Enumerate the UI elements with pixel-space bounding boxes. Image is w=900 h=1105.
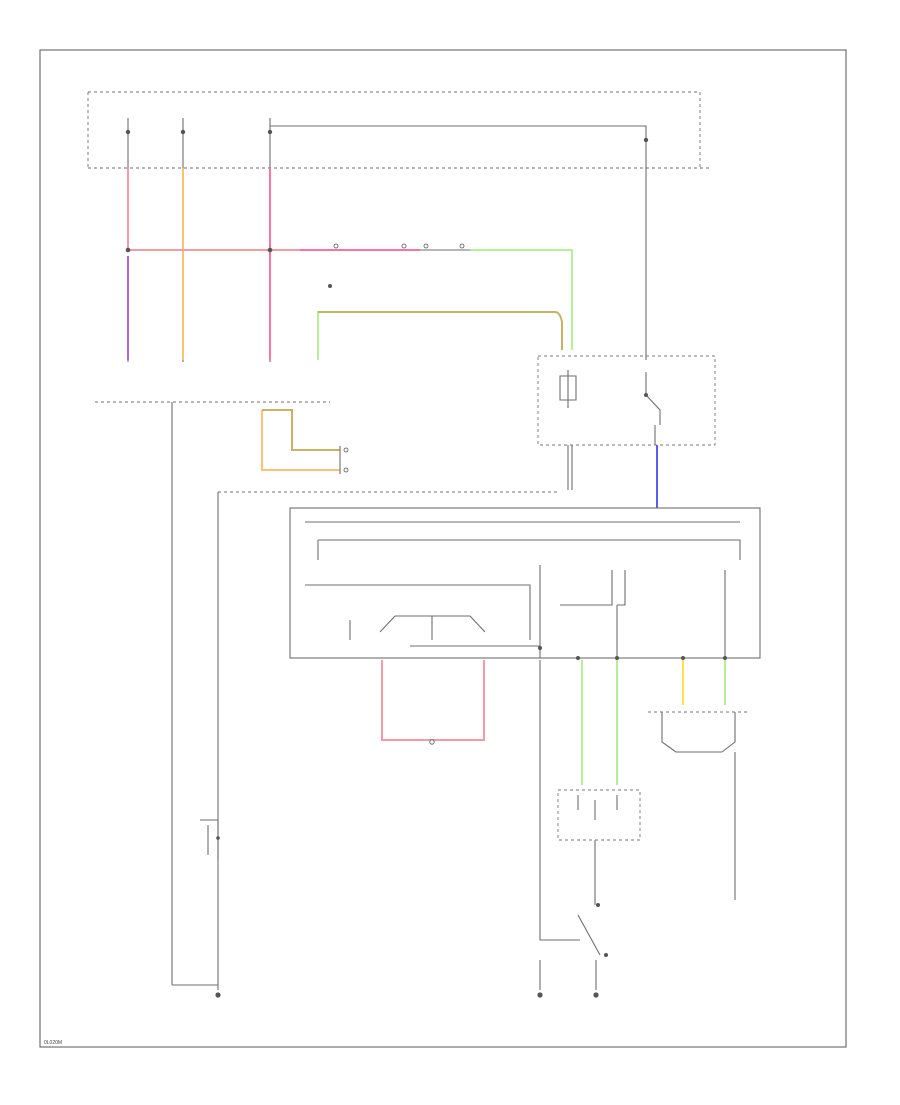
diagram-frame xyxy=(39,49,847,1048)
fuse-terminal xyxy=(125,129,131,135)
wire-red-motor-loop xyxy=(381,660,485,741)
ground-right xyxy=(593,992,599,998)
inline-connectors xyxy=(125,243,470,288)
washer-connector xyxy=(339,446,349,474)
motor-connector xyxy=(429,739,435,745)
diode-connector xyxy=(328,284,332,288)
fuse-terminal xyxy=(267,129,273,135)
washer-switch xyxy=(648,711,750,900)
wire-olive xyxy=(318,311,563,350)
wire-orange-lower xyxy=(261,410,340,471)
fuse-terminal xyxy=(180,129,186,135)
ground-left xyxy=(215,992,221,998)
wire-green-horizontal xyxy=(470,249,573,350)
fuse-terminal xyxy=(643,137,649,143)
wire-green-lower xyxy=(317,311,555,360)
page-code: 0L020M xyxy=(44,1040,62,1046)
interval-switch xyxy=(200,819,220,860)
wire-olive-lower xyxy=(262,409,340,451)
wiper-switch xyxy=(557,789,641,957)
wiper-control-module xyxy=(289,507,761,660)
grounds xyxy=(172,960,599,998)
fuse-relay-box xyxy=(87,91,710,169)
wiper-relay xyxy=(537,355,716,490)
ground-center xyxy=(537,992,543,998)
